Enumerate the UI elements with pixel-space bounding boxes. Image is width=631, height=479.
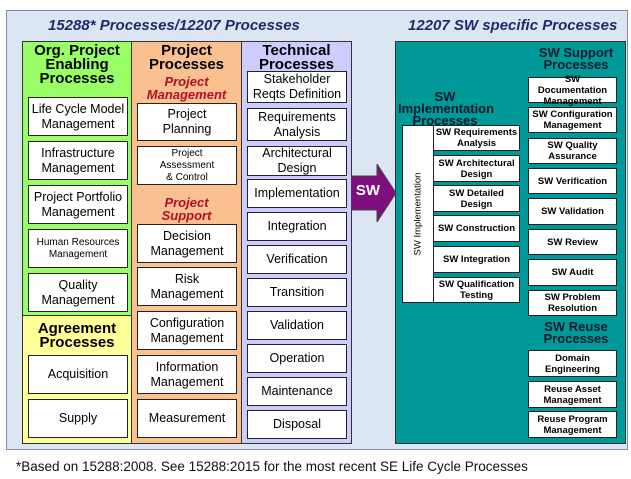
arrow-icon [351, 164, 397, 222]
sw-support-header: SW Support Processes [538, 45, 614, 72]
sw-reuse-process-box: Reuse Asset Management [528, 381, 617, 408]
technical-process-box: Transition [247, 278, 347, 307]
technical-process-box: Requirements Analysis [247, 108, 347, 141]
project-process-box: Measurement [137, 399, 237, 438]
sw-support-process-box: SW Documentation Management [528, 74, 617, 107]
project-header: Project Processes [148, 42, 225, 73]
project-process-box: Decision Management [137, 224, 237, 263]
enabling-process-box: Human Resources Management [28, 229, 128, 268]
project-process-box: Information Management [137, 355, 237, 394]
sw-impl-process-box: SW Architectural Design [433, 155, 520, 182]
technical-process-box: Verification [247, 245, 347, 274]
technical-process-box: Implementation [247, 179, 347, 208]
sw-reuse-header: SW Reuse Processes [543, 319, 609, 346]
technical-process-box: Stakeholder Reqts Definition [247, 71, 347, 103]
sw-support-process-box: SW Problem Resolution [528, 290, 617, 316]
sw-impl-process-box: SW Construction [433, 215, 520, 242]
technical-process-box: Disposal [247, 410, 347, 439]
enabling-process-box: Quality Management [28, 273, 128, 312]
sw-support-process-box: SW Review [528, 229, 617, 255]
sw-support-process-box: SW Audit [528, 259, 617, 286]
sw-impl-vertical-box: SW Implementation [402, 125, 434, 303]
sw-support-process-box: SW Quality Assurance [528, 138, 617, 164]
technical-process-box: Maintenance [247, 377, 347, 406]
agreement-process-box: Acquisition [28, 355, 128, 394]
technical-process-box: Architectural Design [247, 146, 347, 176]
enabling-process-box: Infrastructure Management [28, 141, 128, 180]
sw-impl-process-box: SW Qualification Testing [433, 277, 520, 303]
technical-process-box: Integration [247, 212, 347, 241]
sw-impl-process-box: SW Integration [433, 246, 520, 273]
project-process-box: Project Assessment & Control [137, 146, 237, 185]
arrow-label: SW [355, 182, 381, 199]
left-title: 15288* Processes/12207 Processes [48, 17, 300, 34]
sw-impl-vertical-label: SW Implementation [412, 172, 424, 256]
sw-support-process-box: SW Validation [528, 198, 617, 225]
project-process-box: Risk Management [137, 267, 237, 306]
project-process-box: Project Planning [137, 103, 237, 141]
sw-impl-process-box: SW Detailed Design [433, 185, 520, 212]
technical-process-box: Operation [247, 344, 347, 373]
sw-impl-header: SW Implementation Processes [398, 89, 495, 128]
agreement-header: Agreement Processes [37, 320, 117, 351]
project-management-label: Project Management [146, 74, 227, 102]
right-title: 12207 SW specific Processes [408, 17, 618, 34]
enabling-header: Org. Project Enabling Processes [34, 42, 120, 87]
sw-support-process-box: SW Configuration Management [528, 107, 617, 133]
sw-support-process-box: SW Verification [528, 168, 617, 194]
project-process-box: Configuration Management [137, 311, 237, 350]
sw-reuse-process-box: Domain Engineering [528, 350, 617, 377]
project-support-label: Project Support [161, 195, 212, 223]
enabling-process-box: Life Cycle Model Management [28, 97, 128, 136]
sw-impl-process-box: SW Requirements Analysis [433, 125, 520, 151]
enabling-process-box: Project Portfolio Management [28, 185, 128, 224]
technical-header: Technical Processes [258, 42, 335, 73]
technical-process-box: Validation [247, 311, 347, 340]
agreement-process-box: Supply [28, 399, 128, 438]
sw-reuse-process-box: Reuse Program Management [528, 411, 617, 438]
footnote: *Based on 15288:2008. See 15288:2015 for… [16, 459, 528, 474]
